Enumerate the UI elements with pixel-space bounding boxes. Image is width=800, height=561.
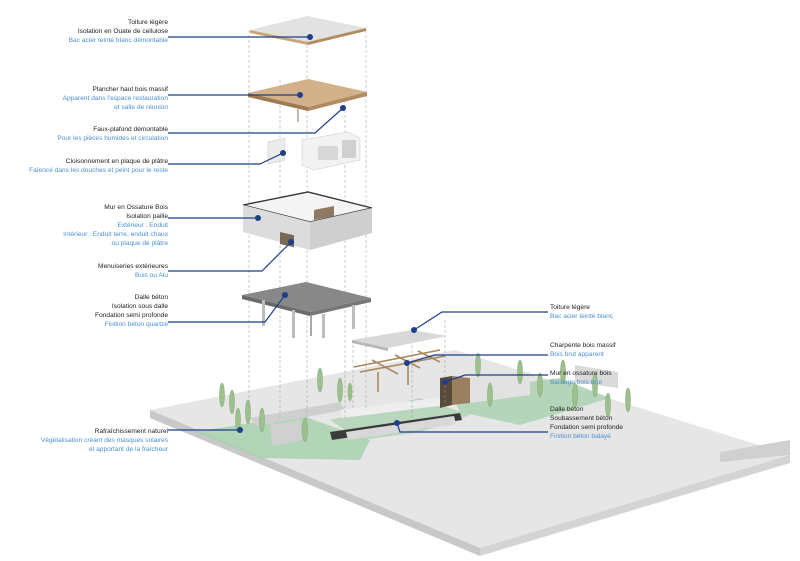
label-toiture-title: Toiture légère [128, 19, 168, 26]
label-rafraichissement-note1: Végétalisation créant des masques solair… [40, 437, 168, 444]
label-dalle-title: Dalle béton [134, 294, 168, 301]
label-toiture: Toiture légère Isolation en Ouate de cel… [69, 18, 168, 45]
label-dalle-annexe-title: Dalle béton [550, 406, 584, 413]
label-dalle-line3: Fondation semi profonde [95, 312, 168, 319]
label-toiture-annexe-note: Bac acier teinté blanc [550, 313, 614, 320]
label-charpente-title: Charpente bois massif [550, 342, 616, 349]
roof-layer [250, 16, 366, 45]
label-mur-annexe-note: Bardage bois brut [550, 379, 603, 386]
explode-guides-right [352, 320, 446, 420]
label-toiture-annexe-title: Toiture légère [550, 304, 590, 311]
timber-frame-walls-layer [242, 191, 373, 250]
cypress-trees [219, 352, 631, 443]
label-dalle-line2: Isolation sous dalle [111, 303, 168, 310]
label-cloison: Cloisonnement en plaque de plâtre Faïenc… [29, 157, 168, 175]
label-dalle-annexe-line3: Fondation semi profonde [550, 424, 623, 431]
label-menuiseries: Menuiseries extérieures Bois ou Alu [98, 262, 168, 280]
label-menuiseries-note: Bois ou Alu [135, 272, 168, 279]
label-mur: Mur en Ossature Bois Isolation paille Ex… [63, 203, 168, 248]
label-dalle: Dalle béton Isolation sous dalle Fondati… [95, 293, 168, 329]
label-mur-annexe: Mur en ossature bois Bardage bois brut [550, 369, 612, 387]
label-mur-note3: ou plaque de plâtre [111, 240, 168, 247]
label-dalle-annexe-note: Finition béton balayé [550, 433, 611, 440]
right-roof-layer [352, 330, 447, 351]
leader-lines [168, 36, 548, 433]
concrete-slab-layer [242, 282, 371, 338]
right-timber-frame-layer [353, 349, 446, 392]
label-faux-plafond-title: Faux-plafond démontable [93, 126, 168, 133]
label-faux-plafond-note: Pour les pièces humides et circulation [57, 135, 168, 142]
label-plancher-title: Plancher haut bois massif [92, 86, 169, 93]
timber-floor-layer [248, 79, 367, 122]
leader-dots [237, 34, 448, 433]
label-charpente: Charpente bois massif Bois brut apparent [550, 341, 616, 359]
label-mur-title: Mur en Ossature Bois [104, 204, 168, 211]
label-charpente-note: Bois brut apparent [550, 351, 604, 358]
label-toiture-note: Bac acier teinté blanc démontable [68, 37, 168, 44]
label-mur-annexe-title: Mur en ossature bois [550, 370, 612, 377]
suspended-ceiling-layer [267, 131, 361, 171]
label-dalle-annexe: Dalle béton Soubassement béton Fondation… [550, 405, 623, 441]
label-rafraichissement-title: Rafraîchissement naturel [94, 428, 168, 435]
label-plancher-note2: et salle de réunion [114, 104, 168, 111]
label-mur-note1: Extérieur : Enduit [117, 222, 168, 229]
label-mur-note2: Intérieur : Enduit terre, enduit chaux [63, 231, 168, 238]
label-dalle-note: Finition béton quartzé [104, 321, 168, 328]
label-dalle-annexe-line2: Soubassement béton [550, 415, 613, 422]
label-rafraichissement-note2: et apportant de la fraîcheur [88, 446, 168, 453]
label-mur-line2: Isolation paille [126, 213, 168, 220]
label-plancher: Plancher haut bois massif Apparent dans … [63, 85, 168, 112]
label-plancher-note1: Apparent dans l'espace restauration [62, 95, 168, 102]
label-rafraichissement: Rafraîchissement naturel Végétalisation … [41, 427, 168, 454]
label-toiture-line2: Isolation en Ouate de cellulose [77, 28, 168, 35]
label-faux-plafond: Faux-plafond démontable Pour les pièces … [57, 125, 168, 143]
label-cloison-title: Cloisonnement en plaque de plâtre [65, 158, 168, 165]
label-cloison-note: Faïencé dans les douches et peint pour l… [29, 167, 168, 174]
label-menuiseries-title: Menuiseries extérieures [98, 263, 168, 270]
label-toiture-annexe: Toiture légère Bac acier teinté blanc [550, 303, 613, 321]
